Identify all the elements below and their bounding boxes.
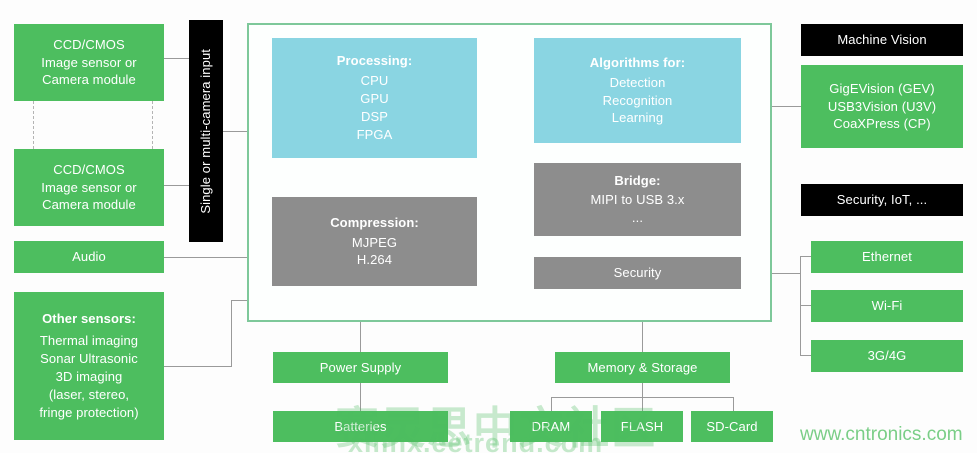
machine-vision-header-label: Machine Vision [837, 32, 927, 48]
network-label-wifi: Wi-Fi [871, 298, 903, 314]
standard-usb3vision: USB3Vision (U3V) [827, 98, 937, 114]
memory-storage-label: Memory & Storage [587, 359, 698, 375]
connector-sensors-to-core-h1 [164, 366, 231, 367]
network-block-ethernet[interactable]: Ethernet [811, 241, 963, 273]
standard-coaxpress: CoaXPress (CP) [833, 116, 931, 132]
other-sensors-line3: 3D imaging [55, 369, 123, 384]
batteries-block[interactable]: Batteries [273, 411, 448, 442]
sensor-1-line1: CCD/CMOS [53, 36, 125, 52]
connector-core-to-power [360, 322, 361, 353]
connector-trunk-to-3g4g [800, 355, 811, 356]
compression-block[interactable]: Compression: MJPEG H.264 [272, 197, 477, 286]
security-iot-header-label: Security, IoT, ... [836, 192, 928, 208]
other-sensors-line2: Sonar Ultrasonic [40, 351, 138, 367]
connector-core-to-network-trunk [772, 273, 800, 274]
connector-audio-to-core [164, 257, 248, 258]
processing-item-dsp: DSP [360, 108, 389, 124]
memory-item-label-flash: FLASH [620, 418, 664, 434]
connector-memory-bus [551, 397, 733, 398]
memory-item-sdcard[interactable]: SD-Card [691, 411, 773, 442]
security-iot-header[interactable]: Security, IoT, ... [801, 184, 963, 216]
algorithms-item-learning: Learning [611, 110, 664, 126]
sensor-1-line3: Camera module [42, 72, 136, 88]
bridge-item-mipi: MIPI to USB 3.x [590, 192, 685, 208]
connector-sensors-to-core-v [231, 300, 232, 367]
other-sensors-title: Other sensors: [42, 311, 136, 327]
memory-item-label-dram: DRAM [531, 418, 571, 434]
watermark-site-corner: www.cntronics.com [800, 424, 963, 445]
network-block-wifi[interactable]: Wi-Fi [811, 290, 963, 322]
camera-input-bus-label: Single or multi-camera input [198, 48, 214, 214]
compression-title: Compression: [330, 214, 419, 230]
bridge-item-ellipsis: ... [631, 209, 644, 225]
connector-sensor1-to-bus [164, 58, 190, 59]
connector-sensor-stack-dashed-right [152, 101, 153, 149]
memory-item-label-sdcard: SD-Card [706, 418, 758, 434]
audio-label: Audio [72, 249, 106, 265]
other-sensors-line5: fringe protection) [39, 404, 139, 420]
sensor-block-2[interactable]: CCD/CMOS Image sensor or Camera module [14, 149, 164, 226]
batteries-label: Batteries [334, 418, 387, 434]
other-sensors-line1: Thermal imaging [39, 333, 139, 349]
processing-item-gpu: GPU [360, 91, 389, 107]
machine-vision-header[interactable]: Machine Vision [801, 24, 963, 56]
processing-block[interactable]: Processing: CPU GPU DSP FPGA [272, 38, 477, 158]
algorithms-block[interactable]: Algorithms for: Detection Recognition Le… [534, 38, 741, 143]
algorithms-item-detection: Detection [609, 74, 666, 90]
connector-sensor2-to-bus [164, 185, 190, 186]
sensor-block-1[interactable]: CCD/CMOS Image sensor or Camera module [14, 24, 164, 101]
sensor-2-line1: CCD/CMOS [53, 161, 125, 177]
sensor-1-line2: Image sensor or [41, 54, 137, 70]
sensor-2-line3: Camera module [42, 197, 136, 213]
connector-sensors-to-core-h2 [231, 300, 248, 301]
camera-input-bus[interactable]: Single or multi-camera input [189, 20, 223, 242]
network-block-3g4g[interactable]: 3G/4G [811, 340, 963, 372]
connector-sensor-stack-dashed-left [33, 101, 34, 149]
network-label-3g4g: 3G/4G [867, 348, 907, 364]
bridge-title: Bridge: [614, 173, 661, 189]
connector-core-to-machine-vision [772, 106, 803, 107]
standard-gigevision: GigEVision (GEV) [829, 80, 935, 96]
algorithms-title: Algorithms for: [589, 54, 686, 70]
processing-item-cpu: CPU [360, 73, 389, 89]
bridge-block[interactable]: Bridge: MIPI to USB 3.x ... [534, 163, 741, 236]
security-block[interactable]: Security [534, 257, 741, 289]
connector-trunk-to-ethernet [800, 256, 811, 257]
power-supply-label: Power Supply [319, 359, 402, 375]
compression-item-h264: H.264 [356, 252, 393, 268]
memory-storage-block[interactable]: Memory & Storage [555, 352, 730, 383]
audio-block[interactable]: Audio [14, 241, 164, 273]
processing-item-fpga: FPGA [356, 126, 393, 142]
compression-item-mjpeg: MJPEG [351, 234, 398, 250]
connector-memory-to-sdcard [733, 397, 734, 411]
connector-memory-to-dram [551, 397, 552, 411]
connector-core-to-memory [642, 322, 643, 353]
other-sensors-block[interactable]: Other sensors: Thermal imaging Sonar Ult… [14, 292, 164, 440]
memory-item-flash[interactable]: FLASH [601, 411, 683, 442]
connector-trunk-to-wifi [800, 305, 811, 306]
other-sensors-line4: (laser, stereo, [48, 386, 130, 402]
processing-title: Processing: [336, 53, 413, 69]
network-label-ethernet: Ethernet [862, 249, 912, 265]
connector-bus-to-core [223, 131, 248, 132]
connector-power-to-batteries [360, 383, 361, 411]
algorithms-item-recognition: Recognition [602, 92, 673, 108]
machine-vision-standards-block[interactable]: GigEVision (GEV) USB3Vision (U3V) CoaXPr… [801, 65, 963, 148]
sensor-2-line2: Image sensor or [41, 179, 137, 195]
security-label: Security [613, 265, 662, 281]
memory-item-dram[interactable]: DRAM [510, 411, 592, 442]
power-supply-block[interactable]: Power Supply [273, 352, 448, 383]
